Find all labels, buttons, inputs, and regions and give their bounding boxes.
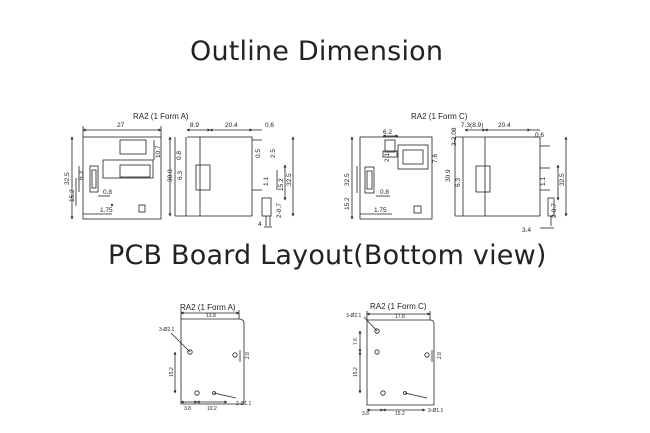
pcb-c-dim-left: 15.2 xyxy=(353,367,359,377)
pcb-a-label: RA2 (1 Form A) xyxy=(180,303,236,312)
outline-c-label: RA2 (1 Form C) xyxy=(411,112,468,121)
dim-10-7: 10.7 xyxy=(155,145,162,158)
dim-0-8: 0.8 xyxy=(103,189,112,196)
pcb-a-dim-b38: 3.8 xyxy=(184,406,191,412)
dim-2-5: 2.5 xyxy=(270,149,277,158)
dim-6-3: 6.3 xyxy=(78,171,85,180)
pcb-a-layout xyxy=(170,310,245,405)
pcb-c-dim-7-6: 7.6 xyxy=(353,338,359,345)
pcb-a-dim-hole3: 3-Ø2.1 xyxy=(159,327,175,333)
pcb-c-layout xyxy=(358,311,435,412)
dim-0-5: 0.5 xyxy=(255,149,262,158)
dim-32-5: 32.5 xyxy=(64,172,71,185)
dim-c-6-3: 6.3 xyxy=(455,178,462,187)
dim-c-20-4: 20.4 xyxy=(498,122,511,129)
dim-c-32-5: 32.5 xyxy=(344,173,351,186)
dim-30-0: 30.0 xyxy=(167,169,174,182)
pcb-c-dim-b152: 15.2 xyxy=(395,411,405,417)
outline-c-side-view xyxy=(454,128,568,229)
dim-c-15-2: 15.2 xyxy=(344,197,351,210)
dim-8-9: 8.9 xyxy=(190,122,199,129)
outline-a-front-view xyxy=(70,126,162,220)
dim-c-1-1: 1.1 xyxy=(540,177,547,186)
dim-c-3-2-08: 3-2.08 xyxy=(451,127,458,146)
outline-a-side-view xyxy=(168,128,295,228)
pcb-a-dim-hole2: 2-Ø1.1 xyxy=(236,401,252,407)
dim-c-0-8: 0.8 xyxy=(380,189,389,196)
dim-c-30-9: 30.9 xyxy=(445,169,452,182)
pcb-c-dim-b38: 3.8 xyxy=(362,411,369,417)
dim-1-1: 1.1 xyxy=(263,177,270,186)
dim-c-1-75: 1.75 xyxy=(374,207,387,214)
dim-32-5-side: 32.5 xyxy=(286,173,293,186)
dim-c-32-5-side: 32.5 xyxy=(559,173,566,186)
outline-c-front-view xyxy=(350,134,433,220)
dim-c-2-0-7: 2-0.7 xyxy=(551,203,558,218)
pcb-c-dim-side: 2.8 xyxy=(437,352,443,359)
pcb-c-dim-top: 17.8 xyxy=(395,314,405,320)
pcb-layout-title: PCB Board Layout(Bottom view) xyxy=(108,240,547,271)
dim-0-8-side: 0.8 xyxy=(176,151,183,160)
outline-dimension-title: Outline Dimension xyxy=(190,36,444,67)
pcb-c-label: RA2 (1 Form C) xyxy=(370,302,427,311)
pcb-a-dim-left: 15.2 xyxy=(169,367,175,377)
pcb-a-dim-side: 2.8 xyxy=(245,352,251,359)
dim-width: 27 xyxy=(117,122,125,129)
pcb-a-dim-b102: 10.2 xyxy=(207,406,217,412)
dim-1-75: 1.75 xyxy=(100,207,113,214)
pcb-c-dim-hole3b: 3-Ø1.1 xyxy=(428,408,444,414)
dim-c-7-6: 7.6 xyxy=(432,154,439,163)
dim-20-4: 20.4 xyxy=(225,122,238,129)
dim-15-2-side: 15.2 xyxy=(278,178,285,191)
pcb-a-dim-top: 13.8 xyxy=(206,313,216,319)
dim-15-2: 15.2 xyxy=(69,189,76,202)
dim-4: 4 xyxy=(258,221,262,228)
dim-0-6: 0.6 xyxy=(265,122,274,129)
dim-6-3-side: 6.3 xyxy=(177,171,184,180)
dim-c-7-3: 7.3(8.9) xyxy=(461,122,483,129)
dim-c-2-1: 2.1 xyxy=(384,153,391,162)
dim-c-6-2: 6.2 xyxy=(383,129,392,136)
dim-c-0-6: 0.6 xyxy=(535,132,544,139)
outline-a-label: RA2 (1 Form A) xyxy=(133,112,189,121)
dim-c-3-4: 3.4 xyxy=(522,227,531,234)
dim-2-0-7: 2-0.7 xyxy=(276,203,283,218)
pcb-c-dim-hole3: 3-Ø2.1 xyxy=(346,313,362,319)
